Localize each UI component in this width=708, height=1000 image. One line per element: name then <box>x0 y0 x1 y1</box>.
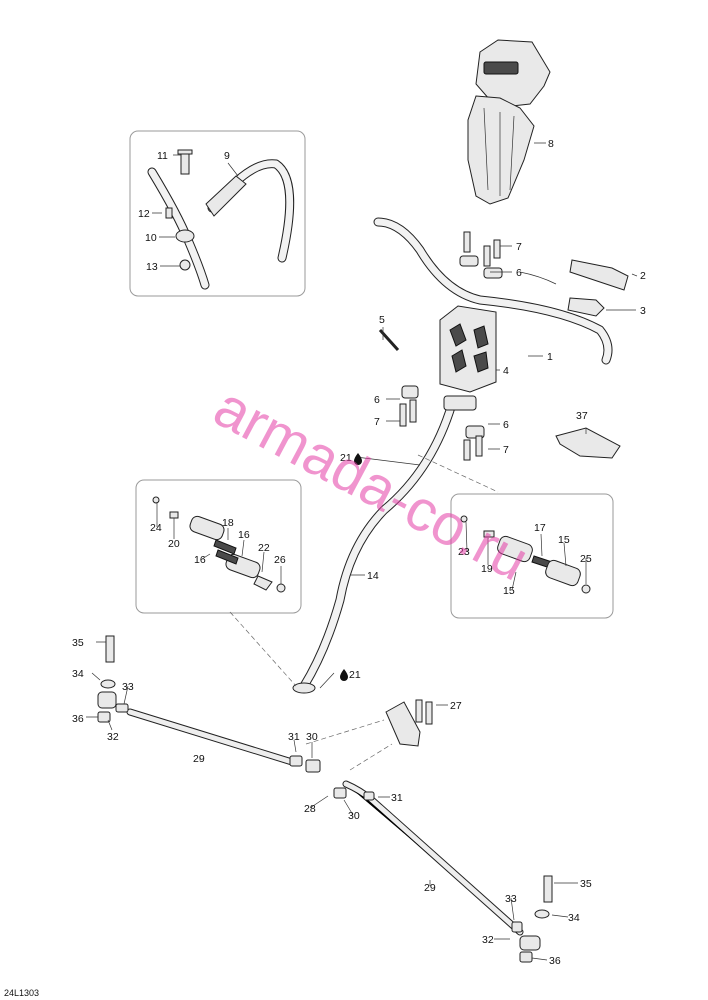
callout-16-b: 16 <box>194 554 206 566</box>
callout-22: 22 <box>258 542 270 554</box>
callout-6-left: 6 <box>374 394 380 406</box>
callout-18: 18 <box>222 517 234 529</box>
callout-37: 37 <box>576 410 588 422</box>
callout-7-left: 7 <box>374 416 380 428</box>
callout-25: 25 <box>580 553 592 565</box>
callout-35-right: 35 <box>580 878 592 890</box>
callout-33-left: 33 <box>122 681 134 693</box>
callout-31-lower: 31 <box>391 792 403 804</box>
steering-column <box>292 395 477 694</box>
callout-3: 3 <box>640 305 646 317</box>
callout-7-right: 7 <box>503 444 509 456</box>
callout-27: 27 <box>450 700 462 712</box>
callout-36-left: 36 <box>72 713 84 725</box>
riser-block <box>439 305 497 393</box>
callout-29-upper: 29 <box>193 753 205 765</box>
tie-rod-lower <box>342 780 553 963</box>
callout-29-lower: 29 <box>424 882 436 894</box>
grease-drop-icon <box>340 669 348 681</box>
callout-30-lower: 30 <box>348 810 360 822</box>
callout-33-right: 33 <box>505 893 517 905</box>
callout-26: 26 <box>274 554 286 566</box>
inset2-parts <box>152 496 286 593</box>
tie-rod-upper <box>97 635 347 799</box>
callout-14: 14 <box>367 570 379 582</box>
callout-10: 10 <box>145 232 157 244</box>
guide-lines <box>229 454 499 771</box>
callout-21-lower: 21 <box>349 669 361 681</box>
callout-19: 19 <box>481 563 493 575</box>
inset-panel-handlebar-clamp <box>129 130 306 297</box>
callout-2: 2 <box>640 270 646 282</box>
callout-35-left: 35 <box>72 637 84 649</box>
callout-11: 11 <box>157 150 168 162</box>
handlebar-cover <box>467 39 551 205</box>
callout-15-a: 15 <box>558 534 570 546</box>
callout-5: 5 <box>379 314 385 326</box>
callout-23: 23 <box>458 546 470 558</box>
inset-panel-right-joint <box>450 493 614 619</box>
pitman-arm <box>385 699 433 747</box>
callout-32-right: 32 <box>482 934 494 946</box>
grease-drop-icon <box>354 453 362 465</box>
callout-15-b: 15 <box>503 585 515 597</box>
lower-clamps <box>399 385 485 461</box>
callout-36-right: 36 <box>549 955 561 967</box>
callout-20: 20 <box>168 538 180 550</box>
drawing-code: 24L1303 <box>4 988 39 998</box>
grips <box>519 259 629 317</box>
callout-31-upper: 31 <box>288 731 300 743</box>
plate-37 <box>555 427 621 459</box>
callout-34-right: 34 <box>568 912 580 924</box>
callout-1: 1 <box>547 351 553 363</box>
handlebar <box>373 217 613 365</box>
callout-12: 12 <box>138 208 150 220</box>
callout-21-upper: 21 <box>340 452 352 464</box>
upper-clamps <box>459 231 503 279</box>
callout-16-a: 16 <box>238 529 250 541</box>
callout-7-top: 7 <box>516 241 522 253</box>
callout-13: 13 <box>146 261 158 273</box>
callout-34-left: 34 <box>72 668 84 680</box>
callout-24: 24 <box>150 522 162 534</box>
callout-8: 8 <box>548 138 554 150</box>
callout-9: 9 <box>224 150 230 162</box>
callout-4: 4 <box>503 365 509 377</box>
leader-lines <box>86 142 638 961</box>
callout-6-top: 6 <box>516 267 522 279</box>
callout-28: 28 <box>304 803 316 815</box>
callout-17: 17 <box>534 522 546 534</box>
callout-32-left: 32 <box>107 731 119 743</box>
callout-6-right: 6 <box>503 419 509 431</box>
callout-30-upper: 30 <box>306 731 318 743</box>
inset3-parts <box>460 515 591 594</box>
inset1-parts <box>147 149 295 290</box>
